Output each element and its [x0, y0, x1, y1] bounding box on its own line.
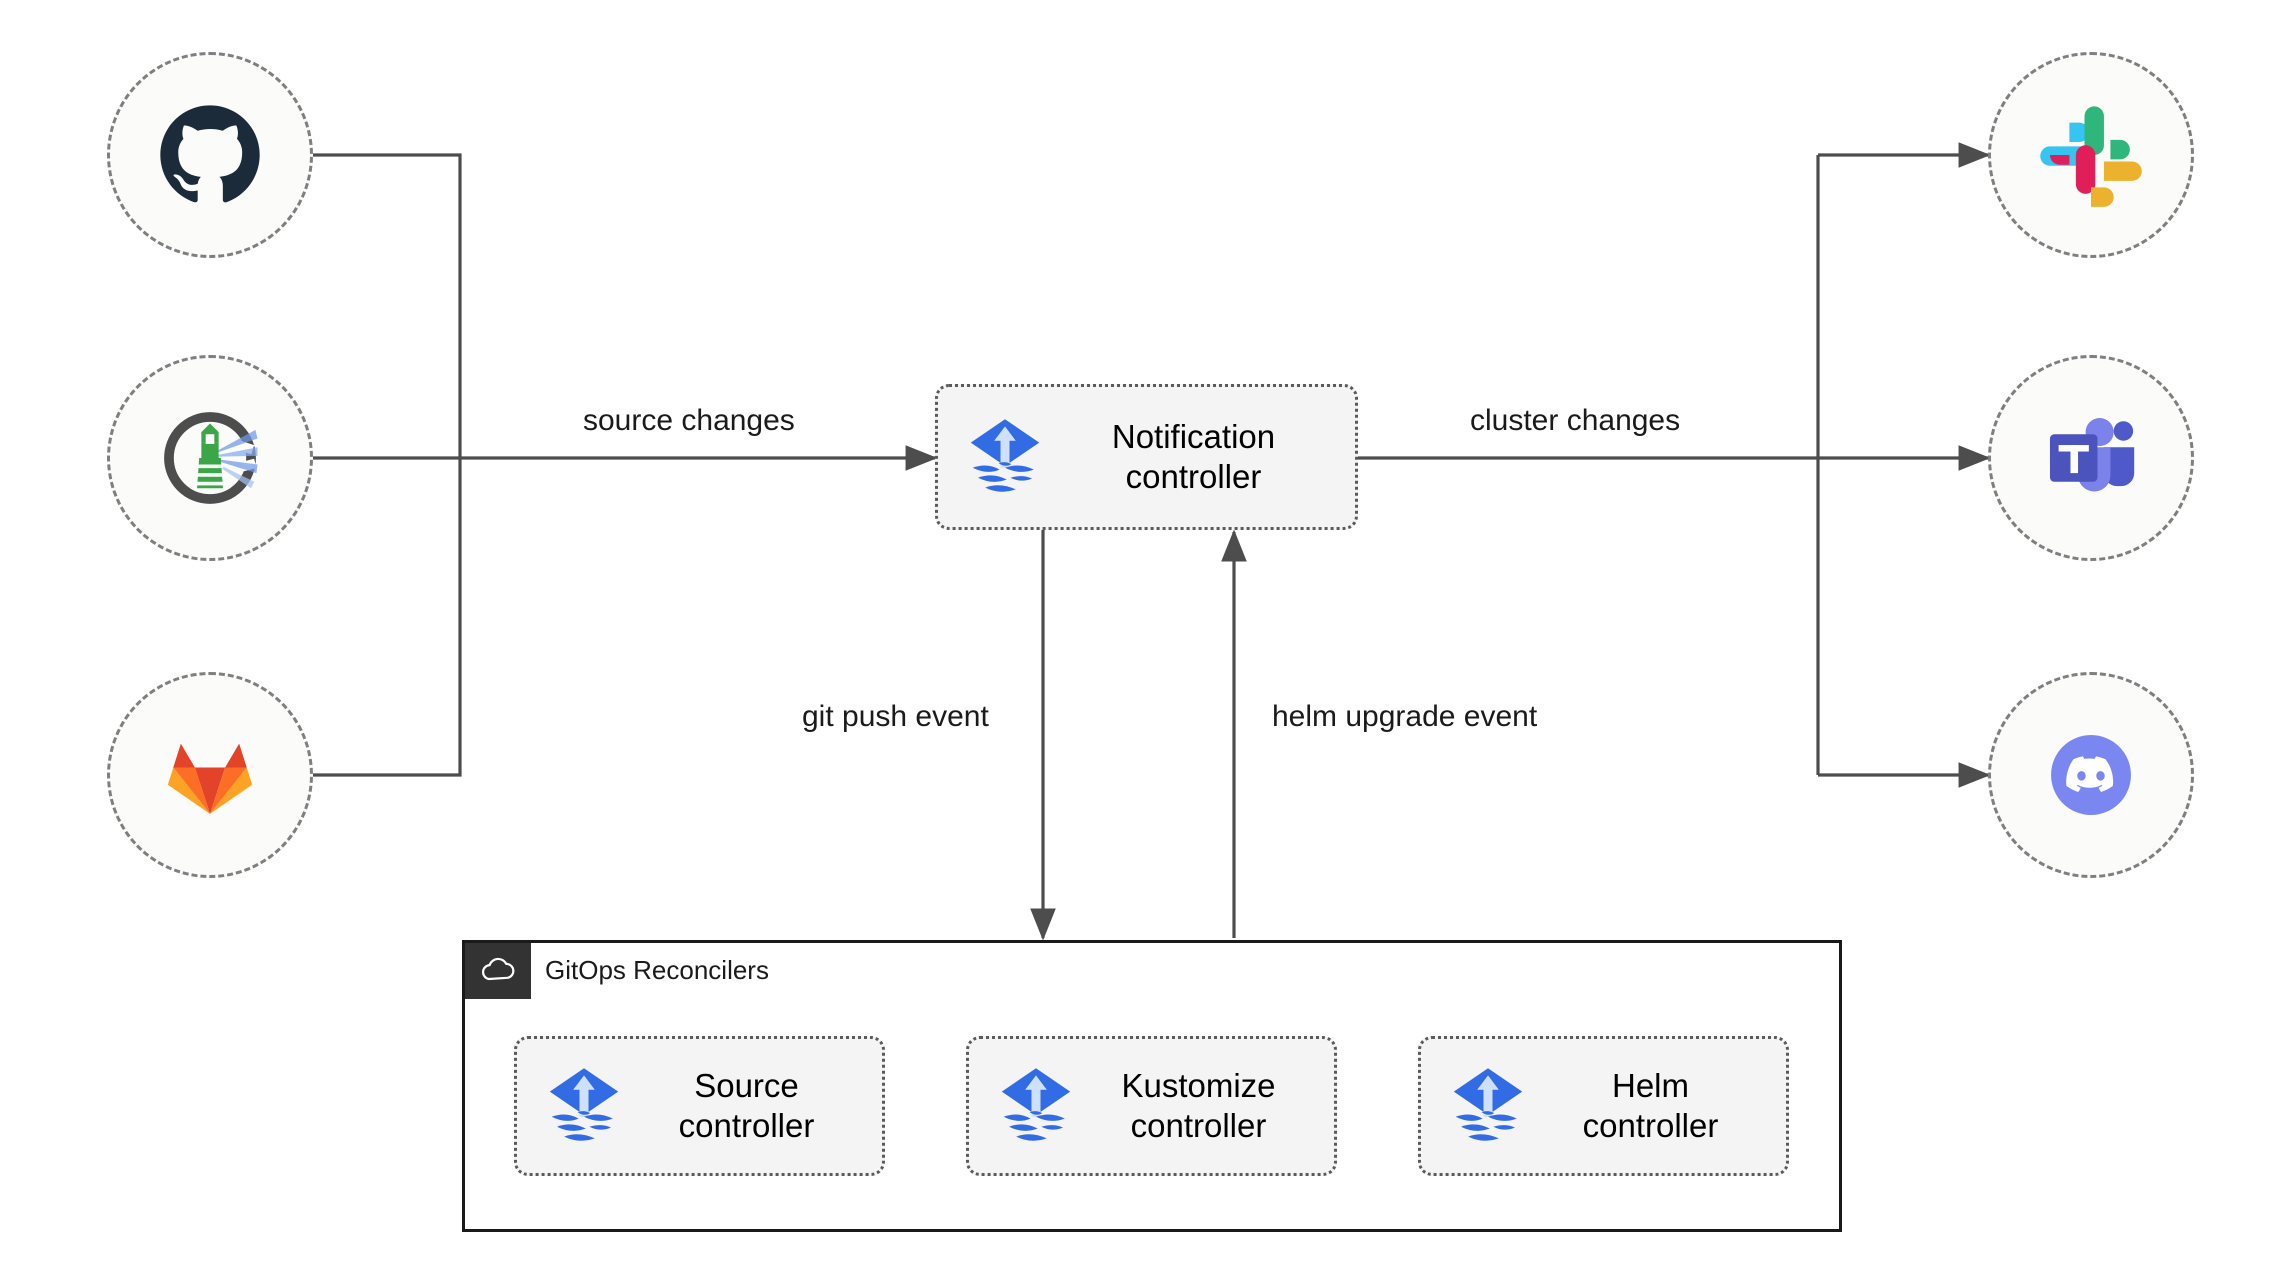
target-node-slack[interactable]: [1988, 52, 2194, 258]
edge-label-git-push-event: git push event: [802, 700, 989, 733]
notification-controller-box[interactable]: Notification controller: [935, 384, 1358, 530]
flux-logo-icon: [1453, 1068, 1523, 1141]
source-node-flux[interactable]: [107, 355, 313, 561]
microsoft-teams-icon: [2049, 418, 2135, 492]
discord-icon: [2051, 735, 2131, 815]
edge-label-helm-upgrade-event: helm upgrade event: [1272, 700, 1538, 733]
flux-logo-icon: [549, 1068, 619, 1141]
helm-controller-box[interactable]: Helm controller: [1418, 1036, 1789, 1176]
wire-github-to-bus: [313, 153, 462, 458]
flux-logo-icon: [1001, 1068, 1071, 1141]
wire-gitlab-to-bus: [313, 458, 462, 777]
source-controller-box[interactable]: Source controller: [514, 1036, 885, 1176]
source-node-gitlab[interactable]: [107, 672, 313, 878]
gitops-reconcilers-title: GitOps Reconcilers: [545, 955, 769, 985]
edge-label-cluster-changes: cluster changes: [1470, 404, 1681, 437]
source-controller-label: Source controller: [678, 1066, 815, 1144]
helm-controller-label: Helm controller: [1582, 1066, 1719, 1144]
source-node-github[interactable]: [107, 52, 313, 258]
target-node-discord[interactable]: [1988, 672, 2194, 878]
flux-lighthouse-icon: [164, 412, 258, 504]
gitops-tab: [465, 943, 531, 999]
notification-controller-label: Notification controller: [1111, 417, 1276, 495]
cloud-icon: [481, 957, 515, 981]
kustomize-controller-box[interactable]: Kustomize controller: [966, 1036, 1337, 1176]
slack-icon: [2040, 106, 2142, 207]
flux-logo-icon: [970, 419, 1040, 492]
github-icon: [160, 105, 260, 203]
target-node-teams[interactable]: [1988, 355, 2194, 561]
gitlab-icon: [167, 743, 253, 814]
edge-label-source-changes: source changes: [583, 404, 795, 437]
kustomize-controller-label: Kustomize controller: [1121, 1066, 1276, 1144]
